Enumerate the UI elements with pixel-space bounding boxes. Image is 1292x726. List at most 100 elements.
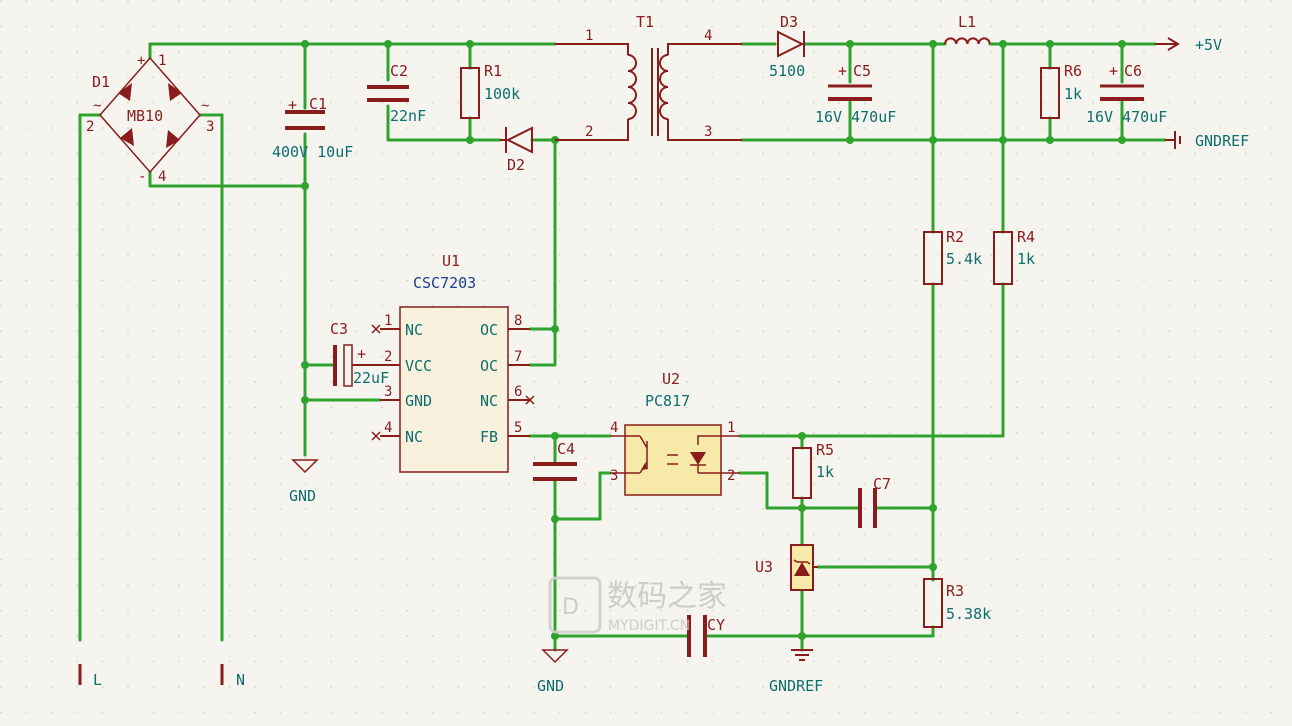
watermark-cn: 数码之家 <box>607 579 727 614</box>
watermark-logo-letter: D <box>562 595 579 620</box>
capacitor-c3 <box>333 344 380 387</box>
label-c6-plus: + <box>1109 62 1118 80</box>
label-r3-ref: R3 <box>946 582 964 600</box>
label-c1-plus: + <box>288 96 297 114</box>
label-c3-plus: + <box>357 345 366 363</box>
label-d3-value: 5100 <box>769 62 805 80</box>
label-d2-ref: D2 <box>507 156 525 174</box>
label-u1-pin2-num: 2 <box>384 349 392 365</box>
transformer-t1 <box>555 43 742 141</box>
label-d1-value: MB10 <box>127 107 163 125</box>
capacitor-c6 <box>1100 84 1144 101</box>
label-d3-ref: D3 <box>780 13 798 31</box>
label-u1-pin8-num: 8 <box>514 313 522 329</box>
inductor-l1 <box>944 37 991 45</box>
label-u2-pin3: 3 <box>610 468 618 484</box>
watermark-en: MYDIGIT.CN <box>608 618 690 634</box>
label-d1-pin3: 3 <box>206 119 214 135</box>
label-r2-ref: R2 <box>946 228 964 246</box>
label-c2-ref: C2 <box>390 62 408 80</box>
label-net-gnd-primary: GND <box>289 487 316 505</box>
label-r1-ref: R1 <box>484 62 502 80</box>
label-u1-pin8-name: OC <box>480 321 498 339</box>
label-d1-pin1: 1 <box>158 53 166 69</box>
label-u1-pin6-name: NC <box>480 392 498 410</box>
label-d1-ac-right: ~ <box>201 98 209 114</box>
label-u3-ref: U3 <box>755 558 773 576</box>
label-c6-ref: C6 <box>1124 62 1142 80</box>
label-c4-ref: C4 <box>557 440 575 458</box>
label-d1-plus: + <box>137 53 145 69</box>
label-r2-value: 5.4k <box>946 250 982 268</box>
shunt-regulator-u3 <box>790 544 818 591</box>
label-u1-ref: U1 <box>442 252 460 270</box>
label-c3-ref: C3 <box>330 320 348 338</box>
power-arrow-5v <box>1155 37 1180 51</box>
label-u1-pin6-num: 6 <box>514 384 522 400</box>
label-c6-value: 16V 470uF <box>1086 108 1167 126</box>
junctions <box>301 40 1126 640</box>
resistor-r1 <box>460 67 480 119</box>
no-connect-marks <box>371 324 535 441</box>
label-u1-pin1-name: NC <box>405 321 423 339</box>
label-c1-value: 400V 10uF <box>272 143 353 161</box>
label-t1-ref: T1 <box>636 13 654 31</box>
label-u1-pin4-num: 4 <box>384 420 392 436</box>
label-line-l: L <box>93 671 102 689</box>
capacitor-c7 <box>858 488 877 528</box>
gndref-symbol-right <box>1165 131 1181 149</box>
capacitor-c5 <box>828 84 872 101</box>
ic-u1 <box>371 306 535 473</box>
label-net-gndref-bottom: GNDREF <box>769 677 823 695</box>
resistor-r6 <box>1040 67 1060 119</box>
diode-d3 <box>777 30 805 58</box>
capacitor-c1 <box>285 110 325 130</box>
gnd-symbol-bottom <box>541 649 569 664</box>
label-c2-value: 22nF <box>390 107 426 125</box>
label-c3-value: 22uF <box>353 369 389 387</box>
capacitor-c4 <box>533 462 577 481</box>
label-c5-value: 16V 470uF <box>815 108 896 126</box>
label-d1-minus: - <box>138 169 146 185</box>
label-t1-pin3: 3 <box>704 124 712 140</box>
label-d1-ref: D1 <box>92 73 110 91</box>
label-c5-plus: + <box>838 62 847 80</box>
label-d1-pin4: 4 <box>158 169 166 185</box>
capacitor-cy <box>687 615 707 657</box>
diode-d2 <box>500 126 533 154</box>
label-net-5v: +5V <box>1195 36 1222 54</box>
label-u1-pin3-num: 3 <box>384 384 392 400</box>
label-u1-pin7-num: 7 <box>514 349 522 365</box>
label-net-gndref-right: GNDREF <box>1195 132 1249 150</box>
label-u1-value: CSC7203 <box>413 274 476 292</box>
label-u1-pin2-name: VCC <box>405 357 432 375</box>
label-r4-ref: R4 <box>1017 228 1035 246</box>
resistor-r5 <box>792 447 812 499</box>
resistor-r3 <box>923 578 943 628</box>
label-t1-pin2: 2 <box>585 124 593 140</box>
label-r5-value: 1k <box>816 463 834 481</box>
label-c7-ref: C7 <box>873 475 891 493</box>
watermark: D 数码之家 MYDIGIT.CN <box>548 576 727 634</box>
gndref-symbol-bottom <box>791 649 813 661</box>
label-r5-ref: R5 <box>816 441 834 459</box>
label-line-n: N <box>236 671 245 689</box>
label-u1-pin1-num: 1 <box>384 313 392 329</box>
label-u2-pin1: 1 <box>727 420 735 436</box>
label-t1-pin1: 1 <box>585 28 593 44</box>
bridge-rectifier-d1 <box>99 56 201 174</box>
label-c5-ref: C5 <box>853 62 871 80</box>
label-r6-ref: R6 <box>1064 62 1082 80</box>
optocoupler-u2 <box>610 424 740 496</box>
label-net-gnd-bottom: GND <box>537 677 564 695</box>
label-cy-ref: CY <box>707 616 725 634</box>
label-u1-pin4-name: NC <box>405 428 423 446</box>
label-r1-value: 100k <box>484 85 520 103</box>
label-d1-ac-left: ~ <box>93 98 101 114</box>
label-d1-pin2: 2 <box>86 119 94 135</box>
resistor-r4 <box>993 231 1013 285</box>
label-u2-pin4: 4 <box>610 420 618 436</box>
label-r6-value: 1k <box>1064 85 1082 103</box>
